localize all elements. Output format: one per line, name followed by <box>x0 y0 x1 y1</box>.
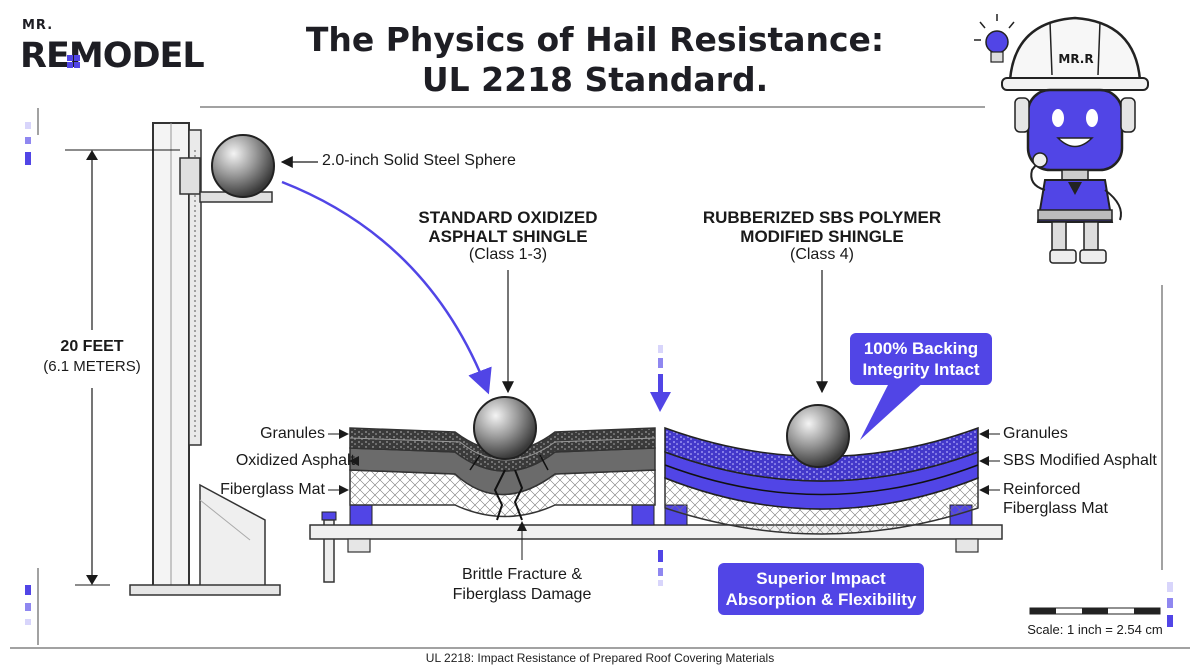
right-layer-sbs: SBS Modified Asphalt <box>1003 452 1157 469</box>
height-metric-label: (6.1 METERS) <box>43 358 141 375</box>
house-icon <box>67 55 80 68</box>
callout-line2: Integrity Intact <box>862 360 980 379</box>
right-layer-reinforced: Reinforced <box>1003 481 1081 498</box>
left-class-label: (Class 1-3) <box>468 246 548 263</box>
brand-logo: REMODEL <box>20 36 205 76</box>
right-class-label: (Class 4) <box>789 246 854 263</box>
drop-tower <box>129 122 281 596</box>
left-layer-fiberglass: Fiberglass Mat <box>220 481 325 498</box>
benefit-line2: Absorption & Flexibility <box>725 590 917 609</box>
center-impact-arrow <box>650 345 671 586</box>
height-dimension <box>65 149 180 586</box>
right-layer-leaders <box>979 429 1000 495</box>
left-heading-line1: STANDARD OXIDIZED <box>418 208 598 227</box>
left-layer-asphalt: Oxidized Asphalt <box>235 452 355 469</box>
drop-trajectory-arrow <box>281 180 492 395</box>
steel-sphere <box>211 134 275 198</box>
benefit-line1: Superior Impact <box>756 569 886 588</box>
right-shingle-heading: RUBBERIZED SBS POLYMER MODIFIED SHINGLE <box>682 208 962 246</box>
height-label: 20 FEET <box>60 338 124 355</box>
right-shingle <box>664 404 979 535</box>
accent-squares-left-top <box>25 122 31 165</box>
left-layer-granules: Granules <box>260 425 325 442</box>
damage-line1: Brittle Fracture & <box>461 566 583 583</box>
brand-prefix: MR. <box>22 18 54 33</box>
left-heading-line2: ASPHALT SHINGLE <box>428 227 588 246</box>
callout-line1: 100% Backing <box>863 339 979 358</box>
backing-integrity-callout: 100% Backing Integrity Intact <box>850 333 992 385</box>
left-shingle <box>349 396 656 526</box>
scale-bar <box>1029 607 1161 615</box>
brand-name-part1: RE <box>20 36 70 76</box>
footer-caption: UL 2218: Impact Resistance of Prepared R… <box>425 651 775 665</box>
left-layer-leaders <box>328 429 527 560</box>
page-title-line1: The Physics of Hail Resistance: <box>305 20 885 59</box>
left-shingle-heading: STANDARD OXIDIZED ASPHALT SHINGLE <box>388 208 628 246</box>
callout-tail <box>860 381 925 440</box>
accent-squares-left-bottom <box>25 585 31 625</box>
right-heading-line2: MODIFIED SHINGLE <box>740 227 904 246</box>
right-layer-granules: Granules <box>1003 425 1068 442</box>
mascot-helmet-text: MR.R <box>1058 52 1094 66</box>
sphere-label: 2.0-inch Solid Steel Sphere <box>322 152 516 169</box>
damage-label: Brittle Fracture & Fiberglass Damage <box>440 565 604 605</box>
right-layer-fiberglass: Fiberglass Mat <box>1003 500 1108 517</box>
damage-line2: Fiberglass Damage <box>452 586 592 603</box>
lightbulb-icon <box>974 14 1015 63</box>
accent-squares-right-bottom <box>1167 582 1173 627</box>
right-heading-line1: RUBBERIZED SBS POLYMER <box>702 208 942 227</box>
benefit-box: Superior Impact Absorption & Flexibility <box>718 563 924 615</box>
mascot-robot <box>1001 16 1149 264</box>
page-title-line2: UL 2218 Standard. <box>421 60 769 99</box>
brand-name-part2: MODEL <box>68 36 205 76</box>
scale-label: Scale: 1 inch = 2.54 cm <box>1027 622 1163 637</box>
